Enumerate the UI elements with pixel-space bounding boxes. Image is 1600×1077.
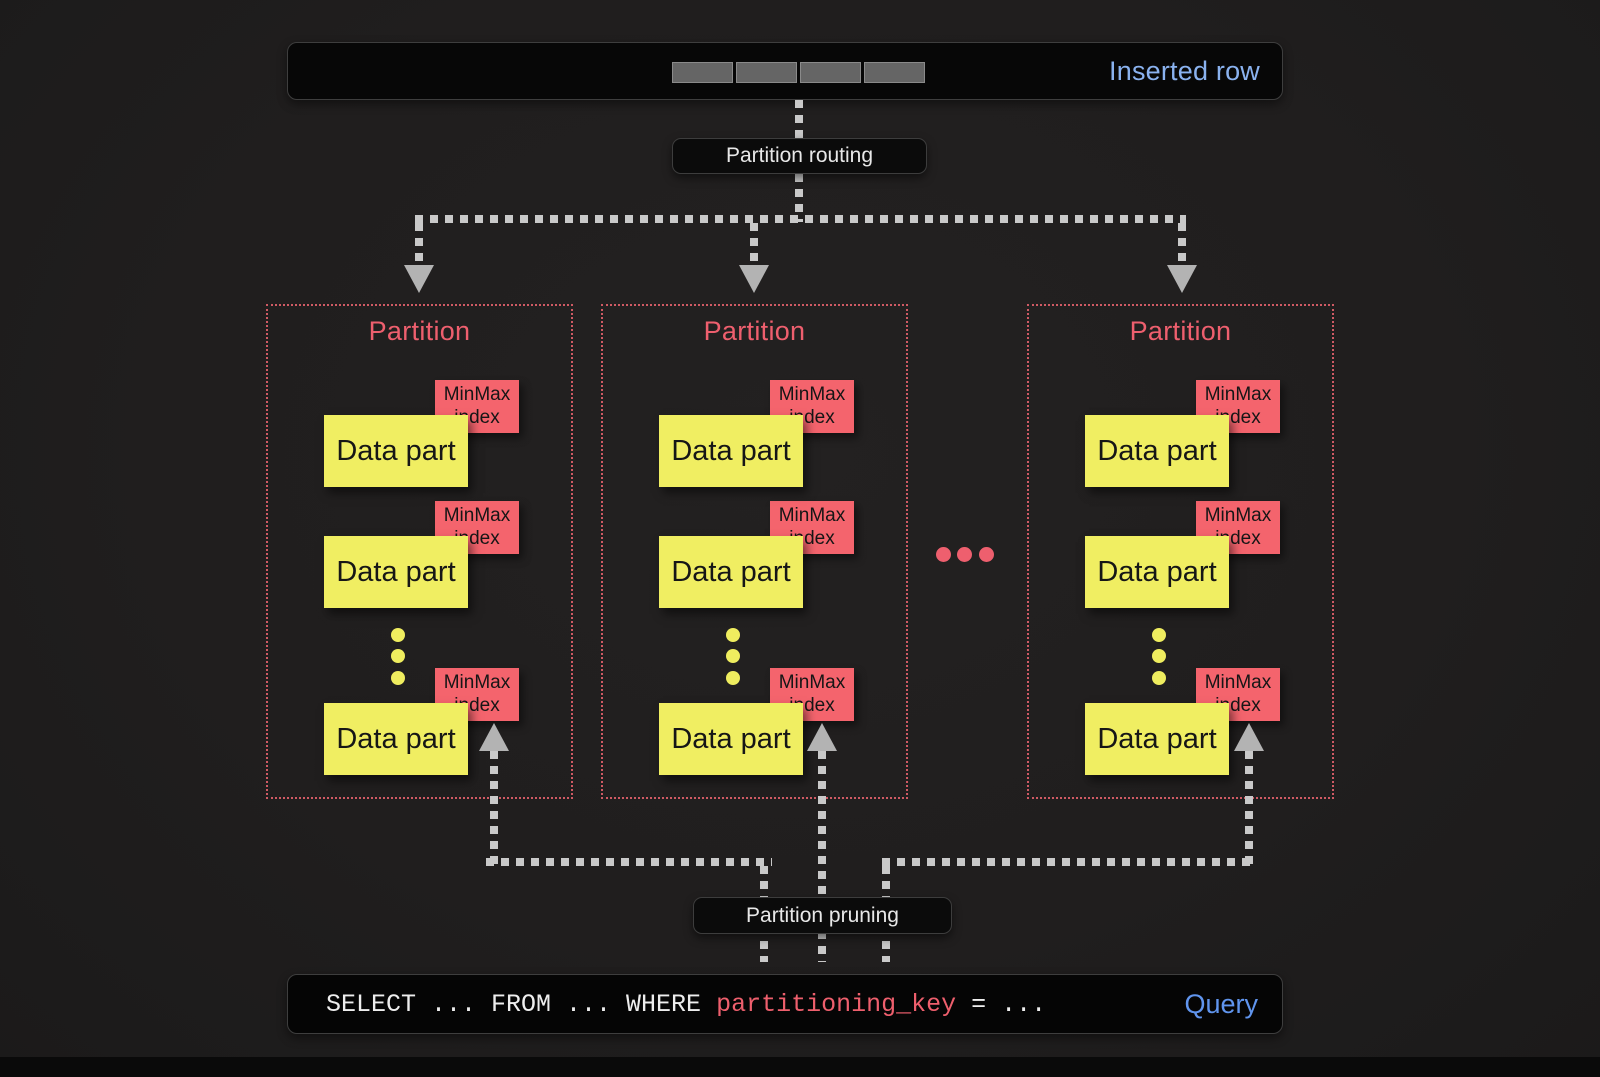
- data-part-box: Data part: [1085, 536, 1229, 608]
- arrow-up-to-partition-2: [807, 723, 837, 751]
- pruning-line-left-vertical: [490, 751, 498, 866]
- partition-title: Partition: [703, 316, 806, 346]
- partition-title: Partition: [1129, 316, 1232, 346]
- row-segment: [864, 62, 925, 83]
- partition-box-2: Partition MinMax index Data part MinMax …: [601, 304, 908, 799]
- branch-stem-left: [415, 223, 423, 267]
- branch-line: [415, 215, 1186, 223]
- data-part-box: Data part: [324, 703, 468, 775]
- query-bar: SELECT ... FROM ... WHERE partitioning_k…: [287, 974, 1283, 1034]
- stem-bar-to-routing: [795, 100, 803, 138]
- partition-title: Partition: [368, 316, 471, 346]
- data-part-box: Data part: [659, 536, 803, 608]
- bottom-border-strip: [0, 1057, 1600, 1077]
- pruning-line-right-vertical: [1245, 751, 1253, 866]
- query-equals-clause: = ...: [956, 989, 1047, 1019]
- partition-pruning-label: Partition pruning: [693, 897, 952, 934]
- partition-box-1: Partition MinMax index Data part MinMax …: [266, 304, 573, 799]
- pruning-line-middle-vertical: [818, 751, 826, 962]
- row-segment: [672, 62, 733, 83]
- query-code: SELECT ... FROM ... WHERE partitioning_k…: [288, 990, 1046, 1019]
- partition-routing-label: Partition routing: [672, 138, 927, 174]
- branch-stem-right: [1178, 223, 1186, 267]
- query-partitioning-key: partitioning_key: [716, 989, 957, 1019]
- query-label: Query: [1184, 988, 1258, 1019]
- arrow-up-to-partition-1: [479, 723, 509, 751]
- inserted-row-segments: [672, 62, 925, 83]
- inserted-row-label: Inserted row: [1109, 55, 1260, 86]
- pruning-line-left-horizontal: [486, 858, 772, 866]
- arrow-up-to-partition-3: [1234, 723, 1264, 751]
- data-part-box: Data part: [659, 703, 803, 775]
- arrow-down-to-partition-3: [1167, 265, 1197, 293]
- arrow-down-to-partition-1: [404, 265, 434, 293]
- branch-stem-middle: [750, 223, 758, 267]
- stem-routing-to-branch: [795, 174, 803, 222]
- row-segment: [736, 62, 797, 83]
- arrow-down-to-partition-2: [739, 265, 769, 293]
- partition-box-3: Partition MinMax index Data part MinMax …: [1027, 304, 1334, 799]
- row-segment: [800, 62, 861, 83]
- data-part-box: Data part: [324, 415, 468, 487]
- inserted-row-bar: Inserted row: [287, 42, 1283, 100]
- data-part-box: Data part: [1085, 703, 1229, 775]
- query-select-clause: SELECT ... FROM ... WHERE: [326, 989, 717, 1019]
- data-part-box: Data part: [1085, 415, 1229, 487]
- data-part-box: Data part: [324, 536, 468, 608]
- pruning-line-right-horizontal: [882, 858, 1257, 866]
- data-part-box: Data part: [659, 415, 803, 487]
